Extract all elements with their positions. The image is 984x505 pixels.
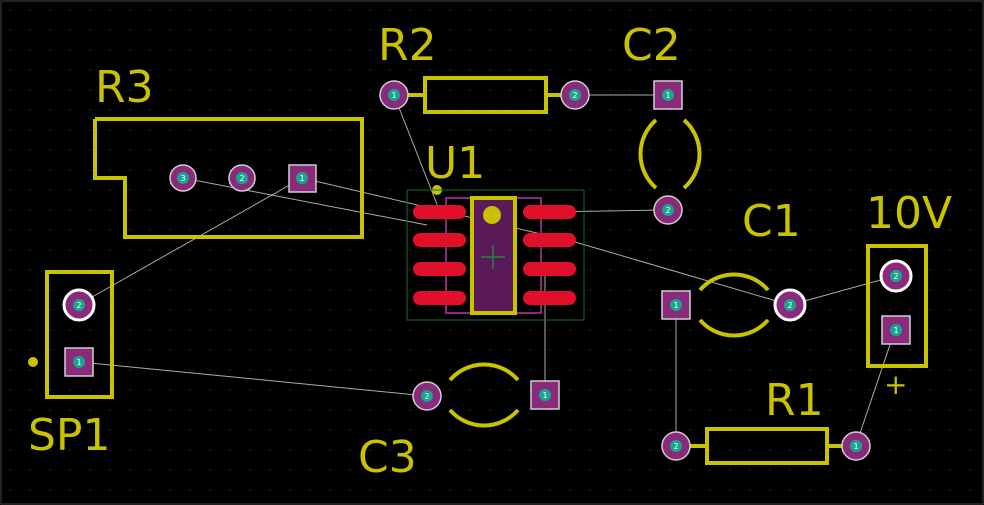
- pad-r2-2[interactable]: 2: [560, 80, 590, 110]
- u1-label: U1: [425, 138, 485, 189]
- component-r2[interactable]: R2 1 2: [378, 20, 590, 114]
- svg-text:2: 2: [76, 301, 81, 310]
- pad-r1-2[interactable]: 2: [661, 431, 691, 461]
- pad-c2-2[interactable]: 2: [653, 195, 683, 225]
- pad-c1-2[interactable]: 2: [773, 288, 807, 322]
- r3-label: R3: [95, 62, 154, 113]
- svg-text:1: 1: [299, 174, 304, 183]
- 10v-label: 10V: [866, 188, 952, 239]
- svg-text:2: 2: [239, 174, 244, 183]
- pad-10v-1[interactable]: 1: [881, 315, 911, 345]
- svg-text:1: 1: [76, 358, 81, 367]
- c2-label: C2: [622, 20, 681, 71]
- c1-outline-top: [698, 272, 770, 292]
- pad-r1-1[interactable]: 1: [841, 431, 871, 461]
- component-r3[interactable]: R3 3 2 1: [93, 62, 364, 239]
- c3-label: C3: [358, 432, 417, 483]
- 10v-outline: [866, 244, 928, 368]
- component-c3[interactable]: C3 2 1: [358, 362, 560, 483]
- svg-text:1: 1: [665, 91, 670, 100]
- pad-sp1-1[interactable]: 1: [64, 347, 94, 377]
- 10v-plus: +: [884, 368, 907, 401]
- u1-courtyard: [406, 189, 585, 321]
- svg-text:2: 2: [893, 272, 898, 281]
- sp1-outline: [45, 270, 114, 399]
- svg-text:1: 1: [391, 91, 396, 100]
- c2-outline-right: [682, 118, 702, 190]
- pad-c2-1[interactable]: 1: [653, 80, 683, 110]
- component-u1[interactable]: U1: [406, 138, 585, 321]
- component-10v[interactable]: 10V + 2 1: [866, 188, 952, 401]
- pad-c1-1[interactable]: 1: [661, 290, 691, 320]
- svg-text:2: 2: [673, 442, 678, 451]
- c2-outline-left: [638, 118, 658, 190]
- pad-r3-1[interactable]: 1: [288, 164, 317, 193]
- pad-r3-3[interactable]: 3: [169, 164, 197, 192]
- c3-outline-bottom: [448, 408, 520, 428]
- pad-r3-2[interactable]: 2: [228, 164, 256, 192]
- c1-outline-bottom: [698, 318, 770, 338]
- pad-sp1-2[interactable]: 2: [62, 288, 96, 322]
- r1-label: R1: [765, 375, 824, 426]
- sp1-pin1-dot: [28, 357, 38, 367]
- svg-text:2: 2: [787, 301, 792, 310]
- pad-r2-1[interactable]: 1: [379, 80, 409, 110]
- component-c2[interactable]: C2 1 2: [622, 20, 702, 225]
- component-c1[interactable]: C1 1 2: [661, 196, 807, 338]
- r3-outline: [93, 117, 364, 239]
- component-sp1[interactable]: SP1 2 1: [28, 270, 114, 461]
- u1-orientation-dot: [483, 206, 501, 224]
- svg-text:2: 2: [665, 206, 670, 215]
- svg-text:2: 2: [424, 392, 429, 401]
- pad-10v-2[interactable]: 2: [879, 259, 913, 293]
- c1-label: C1: [742, 196, 801, 247]
- svg-text:1: 1: [853, 442, 858, 451]
- pad-c3-1[interactable]: 1: [530, 380, 560, 410]
- svg-text:3: 3: [180, 174, 185, 183]
- c3-outline-top: [448, 362, 520, 382]
- pad-c3-2[interactable]: 2: [412, 381, 442, 411]
- r2-label: R2: [378, 20, 437, 71]
- svg-text:2: 2: [572, 91, 577, 100]
- component-r1[interactable]: R1 2 1: [661, 375, 871, 465]
- svg-text:1: 1: [673, 301, 678, 310]
- u1-smd-pads: [413, 205, 576, 305]
- sp1-label: SP1: [28, 410, 110, 461]
- svg-text:1: 1: [542, 391, 547, 400]
- svg-text:1: 1: [893, 326, 898, 335]
